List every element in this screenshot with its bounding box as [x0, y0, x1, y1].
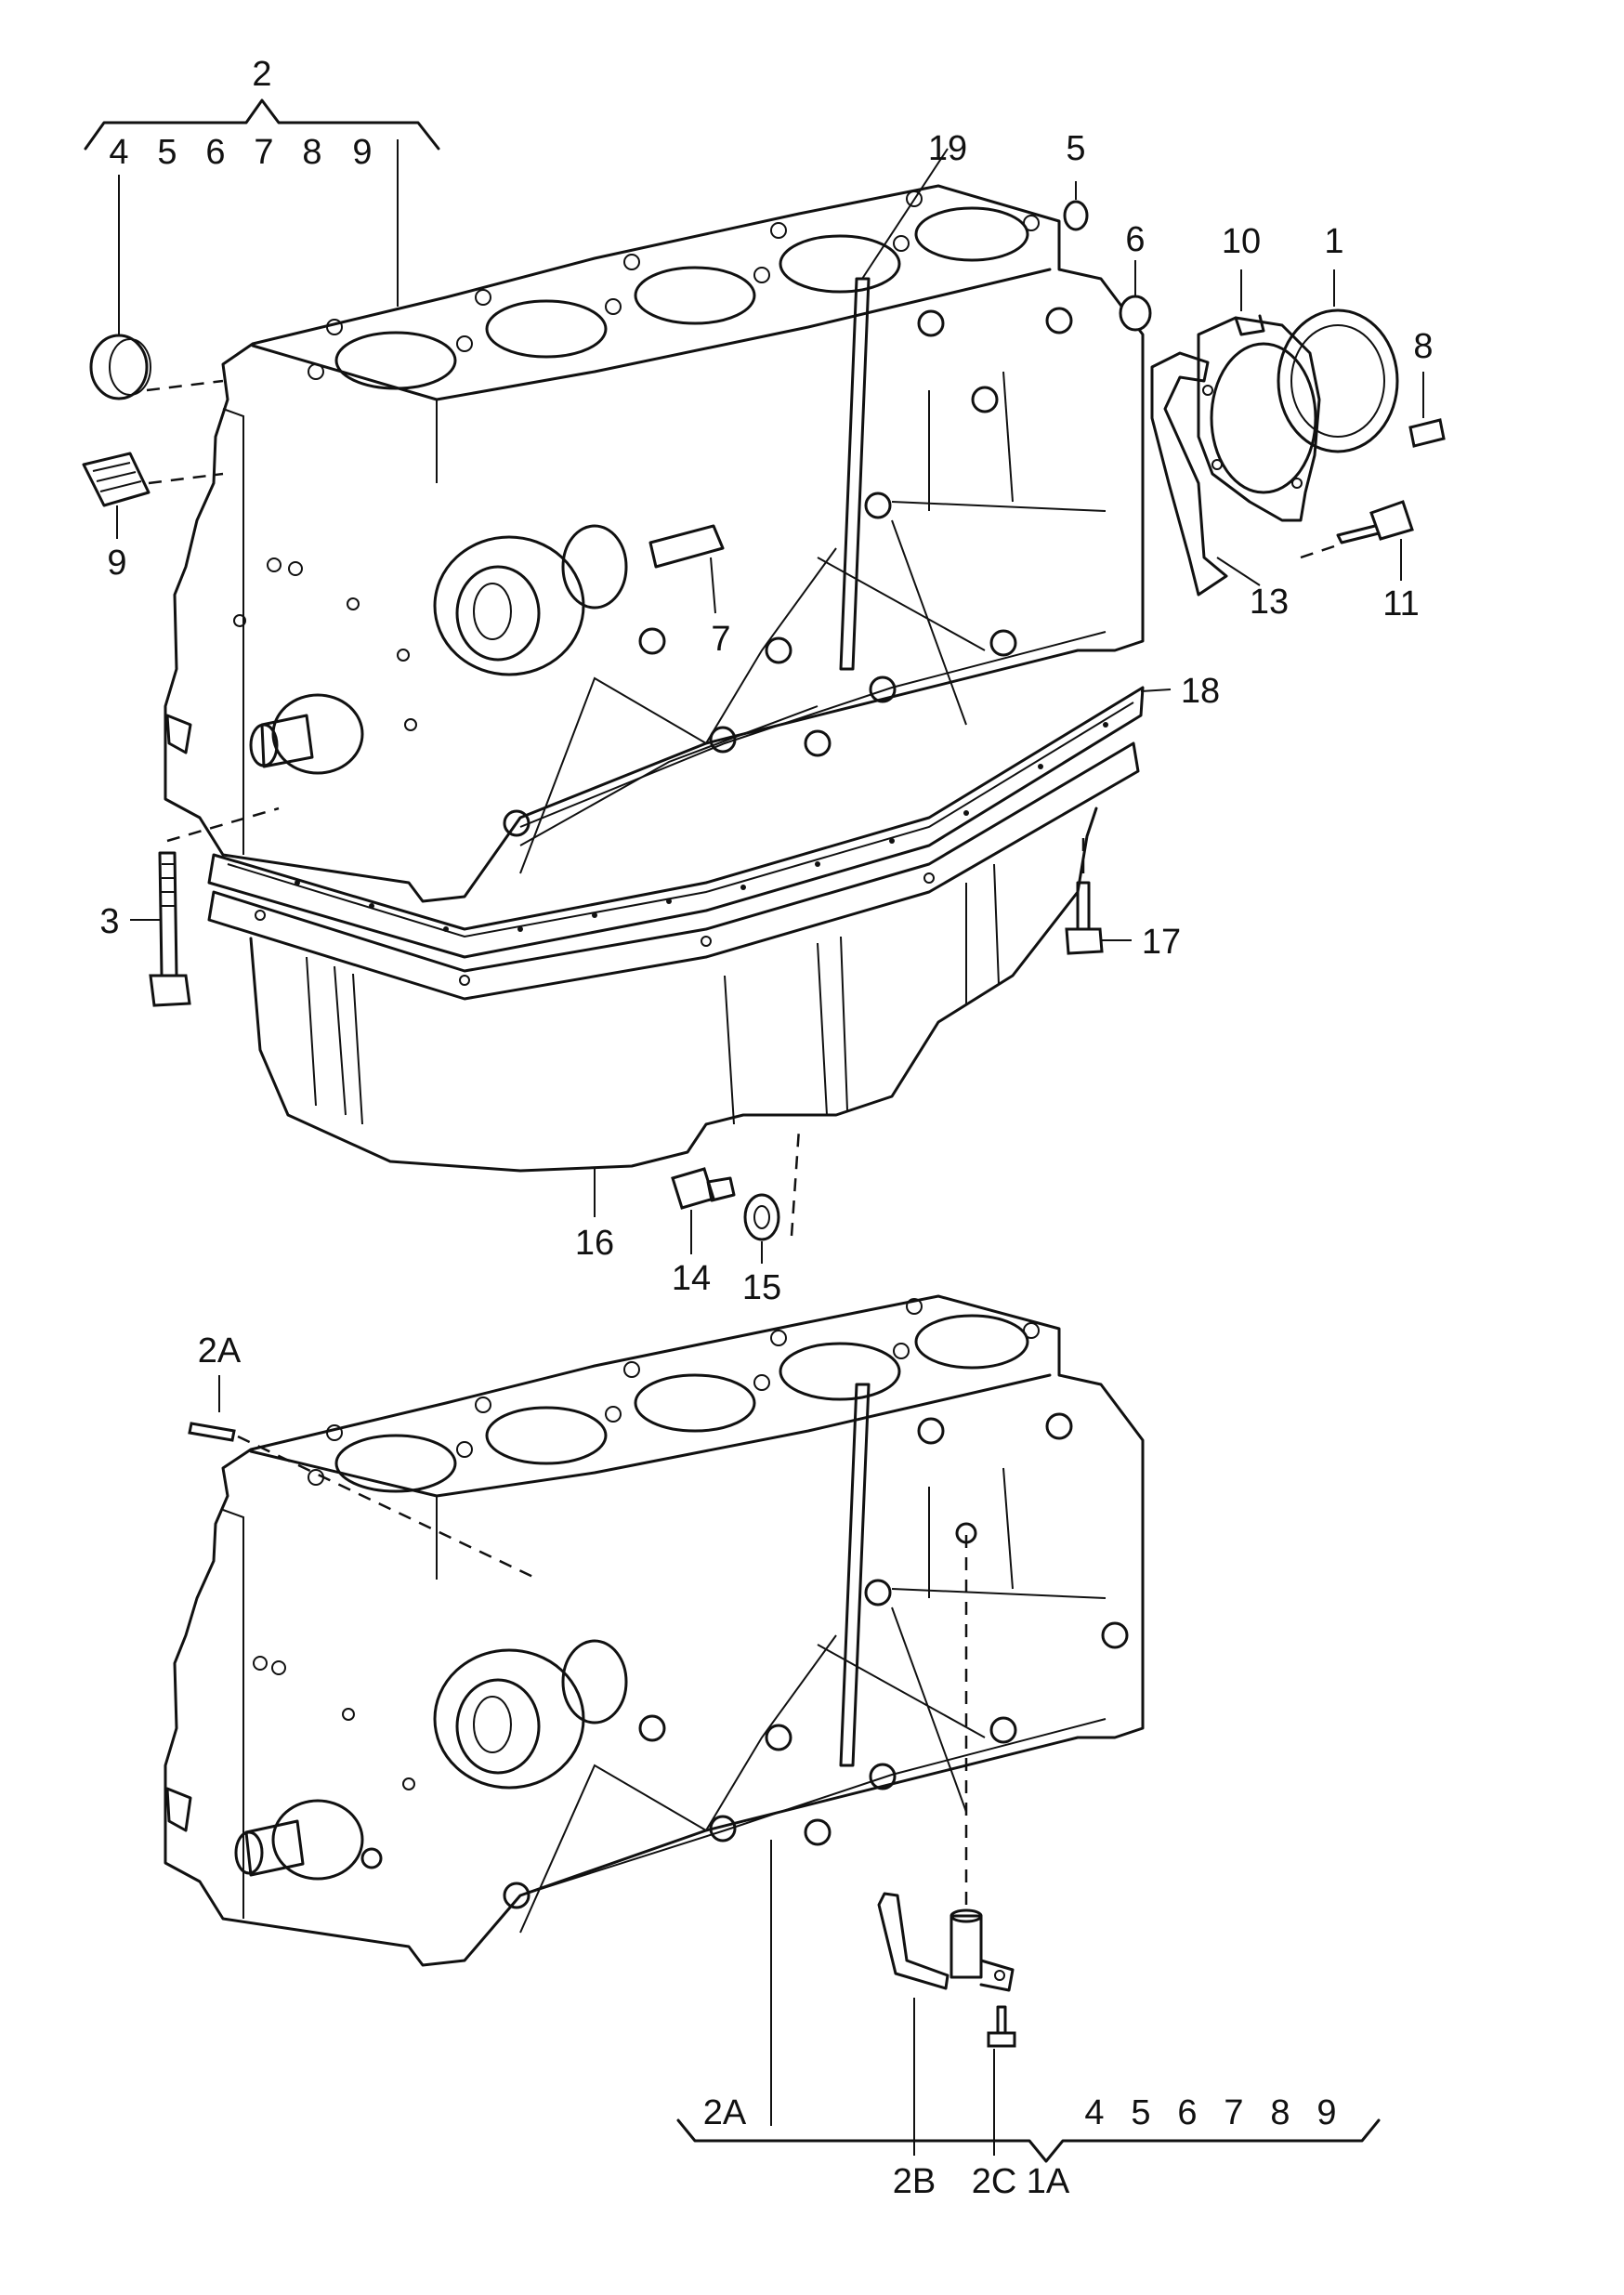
callout-6: 6 — [205, 133, 225, 172]
part-5-plug — [1063, 200, 1089, 231]
group-bracket-1A — [676, 2118, 1381, 2163]
part-8-dowel — [1408, 418, 1446, 448]
callout-6-plug: 6 — [1125, 220, 1145, 259]
callout-7-lower: 7 — [1224, 2093, 1243, 2132]
callout-9: 9 — [352, 133, 372, 172]
callout-2A-lower: 2A — [703, 2093, 747, 2132]
callout-2C: 2C — [972, 2162, 1017, 2201]
callout-2: 2 — [252, 55, 271, 94]
callout-16: 16 — [575, 1224, 614, 1263]
callout-19: 19 — [928, 129, 967, 168]
part-2C-screw — [987, 2005, 1016, 2048]
part-13-gasket — [1150, 351, 1228, 597]
callout-3: 3 — [99, 902, 119, 941]
callout-5-plug: 5 — [1066, 129, 1085, 168]
part-4-cap — [89, 334, 151, 400]
callout-1: 1 — [1324, 222, 1343, 261]
callout-18: 18 — [1181, 672, 1220, 711]
cylinder-block-top — [164, 148, 1145, 903]
callout-5: 5 — [157, 133, 177, 172]
callout-4-lower: 4 — [1084, 2093, 1104, 2132]
callout-6-lower: 6 — [1177, 2093, 1197, 2132]
part-17-bolt — [1065, 881, 1104, 955]
callout-11: 11 — [1382, 584, 1419, 623]
part-15-seal-ring — [743, 1193, 780, 1241]
callout-8-lower: 8 — [1270, 2093, 1290, 2132]
callout-17: 17 — [1142, 923, 1181, 962]
callout-15: 15 — [742, 1268, 781, 1307]
callout-1A: 1A — [1027, 2162, 1070, 2201]
callout-8-dowel: 8 — [1413, 327, 1433, 366]
part-14-drain-plug — [671, 1167, 736, 1210]
callout-13: 13 — [1250, 583, 1289, 622]
part-11-bolt — [1336, 500, 1414, 544]
callout-9-lower: 9 — [1316, 2093, 1336, 2132]
callout-4: 4 — [109, 133, 128, 172]
callout-14: 14 — [672, 1259, 711, 1298]
part-16-oil-pan — [207, 741, 1140, 1173]
part-1-seal-ring — [1277, 308, 1399, 453]
cylinder-block-bottom — [164, 1294, 1145, 1967]
callout-7-nozzle: 7 — [711, 620, 730, 659]
part-2A-pin — [188, 1422, 236, 1442]
group-bracket-2 — [84, 98, 440, 151]
part-2B-sensor — [877, 1892, 1015, 1992]
callout-8: 8 — [302, 133, 321, 172]
callout-7: 7 — [254, 133, 273, 172]
callout-9-plug: 9 — [107, 544, 126, 583]
callout-10: 10 — [1222, 222, 1261, 261]
part-9-plug-top — [82, 452, 151, 507]
callout-2B: 2B — [893, 2162, 936, 2201]
callout-2A-upper: 2A — [198, 1331, 242, 1370]
part-18-oil-pan-gasket — [207, 686, 1145, 959]
part-10-sealing-flange — [1197, 314, 1321, 522]
part-3-bolt — [149, 851, 191, 1007]
callout-5-lower: 5 — [1131, 2093, 1150, 2132]
part-6-plug — [1119, 295, 1152, 332]
